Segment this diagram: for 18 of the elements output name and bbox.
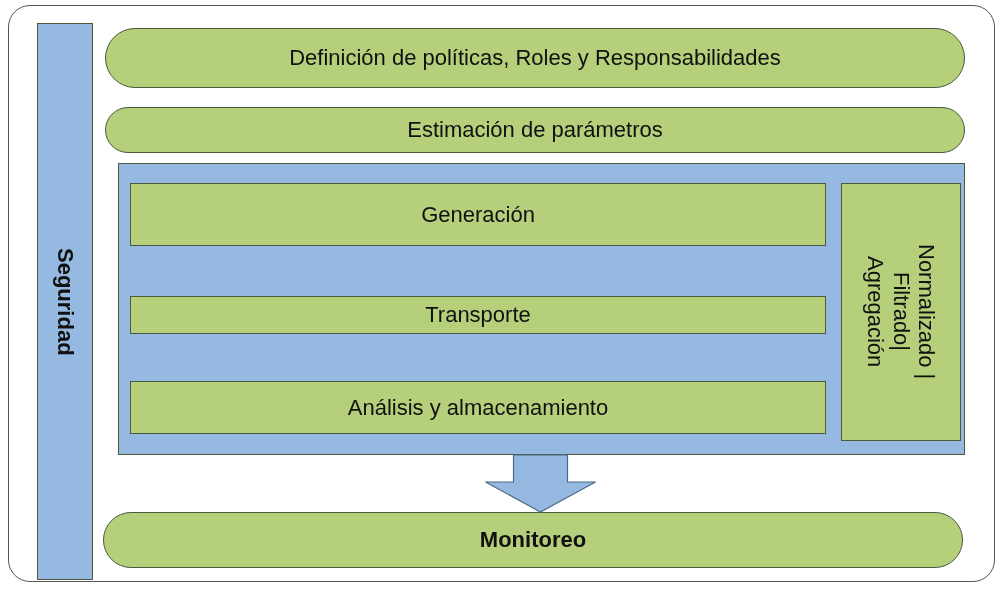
- box-label: Transporte: [425, 302, 531, 328]
- pill-box: [103, 512, 963, 568]
- pill-box: [105, 28, 965, 88]
- box-label: Monitoreo: [479, 527, 587, 553]
- panel: [118, 163, 965, 455]
- pill-box: [105, 107, 965, 153]
- box-label: Análisis y almacenamiento: [347, 394, 609, 421]
- band: [37, 23, 93, 580]
- process-box: [130, 183, 826, 246]
- box-label: Definición de políticas, Roles y Responsabilidades: [289, 45, 781, 71]
- block-arrow: [484, 454, 597, 513]
- process-box: [130, 296, 826, 334]
- process-box: [130, 381, 826, 434]
- box-label: Estimación de parámetros: [407, 117, 663, 143]
- box-label: Seguridad: [52, 247, 78, 356]
- process-box: [841, 183, 961, 441]
- box-label: Generación: [421, 201, 535, 228]
- box-label: Normalizado | Filtrado| Agregación: [863, 243, 939, 382]
